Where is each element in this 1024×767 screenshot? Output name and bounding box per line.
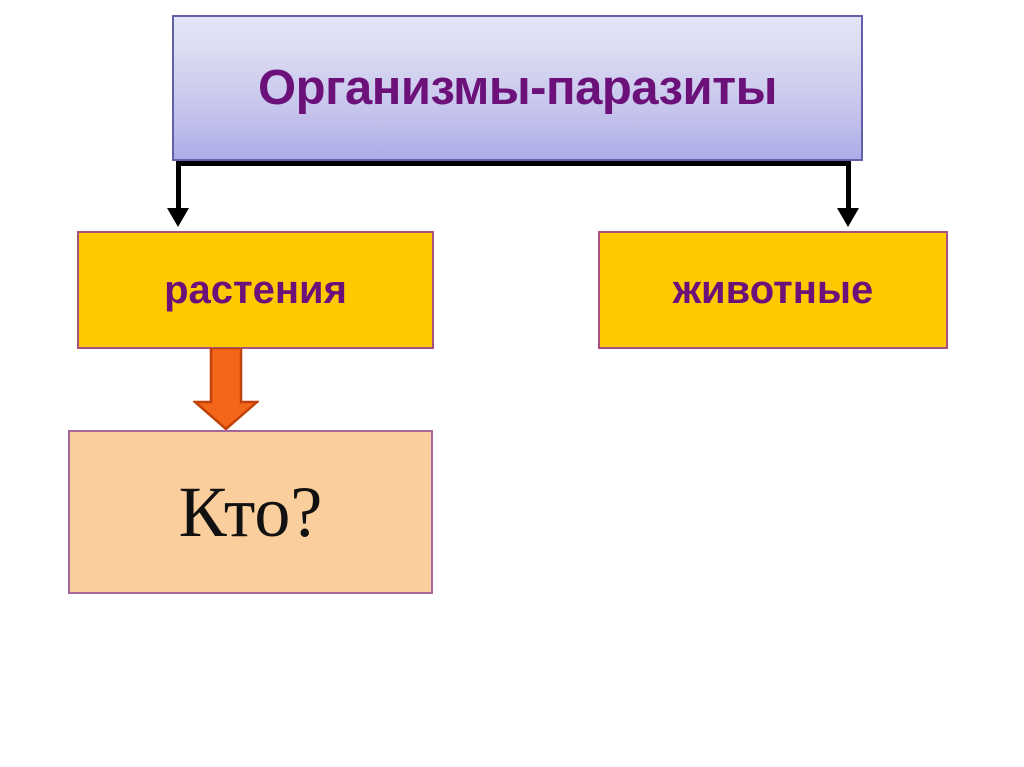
arrowhead-to-plants	[167, 208, 189, 227]
arrowhead-to-animals	[837, 208, 859, 227]
root-node-label: Организмы-паразиты	[258, 60, 777, 115]
child-node-plants[interactable]: растения	[77, 231, 434, 349]
child-node-animals-label: животные	[672, 268, 874, 312]
connector-horizontal-bar	[176, 161, 851, 166]
connector-vertical-right	[846, 161, 851, 211]
question-node-who[interactable]: Кто?	[68, 430, 433, 594]
connector-vertical-left	[176, 161, 181, 211]
root-node-organisms-parasites[interactable]: Организмы-паразиты	[172, 15, 863, 161]
question-node-label: Кто?	[178, 472, 323, 552]
child-node-plants-label: растения	[164, 268, 347, 312]
child-node-animals[interactable]: животные	[598, 231, 948, 349]
orange-down-block-arrow-icon	[193, 348, 259, 430]
